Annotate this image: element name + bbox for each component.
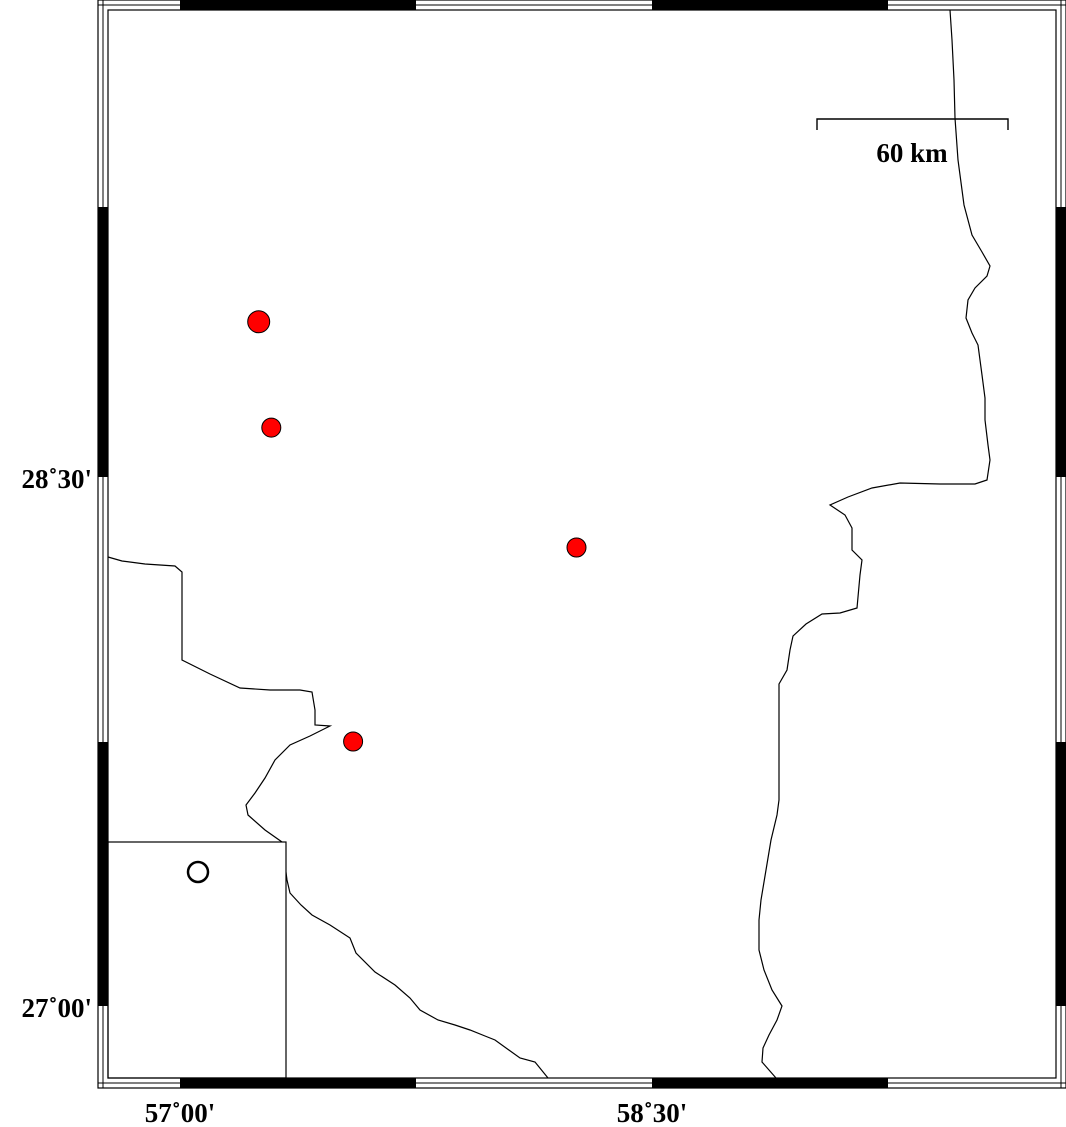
event-marker-icon [343, 731, 364, 752]
inset-open-circle-icon [186, 860, 210, 884]
scale-bar-label: 60 km [876, 138, 948, 168]
scale-bar: 60 km [816, 118, 1009, 168]
scale-bar-line [816, 118, 1009, 130]
frame-top-segment [180, 0, 416, 10]
inset-box [107, 841, 287, 1079]
lat-tick-label: 28˚30' [22, 464, 93, 494]
lat-tick-label: 27˚00' [22, 993, 93, 1023]
event-marker-icon [247, 310, 271, 334]
frame-outer-border [97, 0, 1066, 1089]
boundary-line-east [758, 9, 991, 1079]
boundary-lines [107, 9, 991, 1079]
frame-inner-border [107, 9, 1057, 1079]
frame-left-segment [98, 207, 108, 477]
frame-left-segment [98, 742, 108, 1006]
frame-top-segment [652, 0, 888, 10]
event-marker-icon [566, 537, 587, 558]
boundary-line-west [107, 556, 549, 1079]
lon-tick-label: 57˚00' [145, 1098, 216, 1127]
axis-labels: 57˚00' 58˚30' 28˚30' 27˚00' [22, 464, 688, 1127]
frame-bottom-segment [652, 1078, 888, 1088]
event-marker-icon [261, 417, 282, 438]
lon-tick-label: 58˚30' [617, 1098, 688, 1127]
event-markers [247, 310, 587, 752]
frame-right-segment [1056, 742, 1066, 1006]
frame-right-segment [1056, 207, 1066, 477]
map-frame [97, 0, 1066, 1089]
frame-bottom-segment [180, 1078, 416, 1088]
